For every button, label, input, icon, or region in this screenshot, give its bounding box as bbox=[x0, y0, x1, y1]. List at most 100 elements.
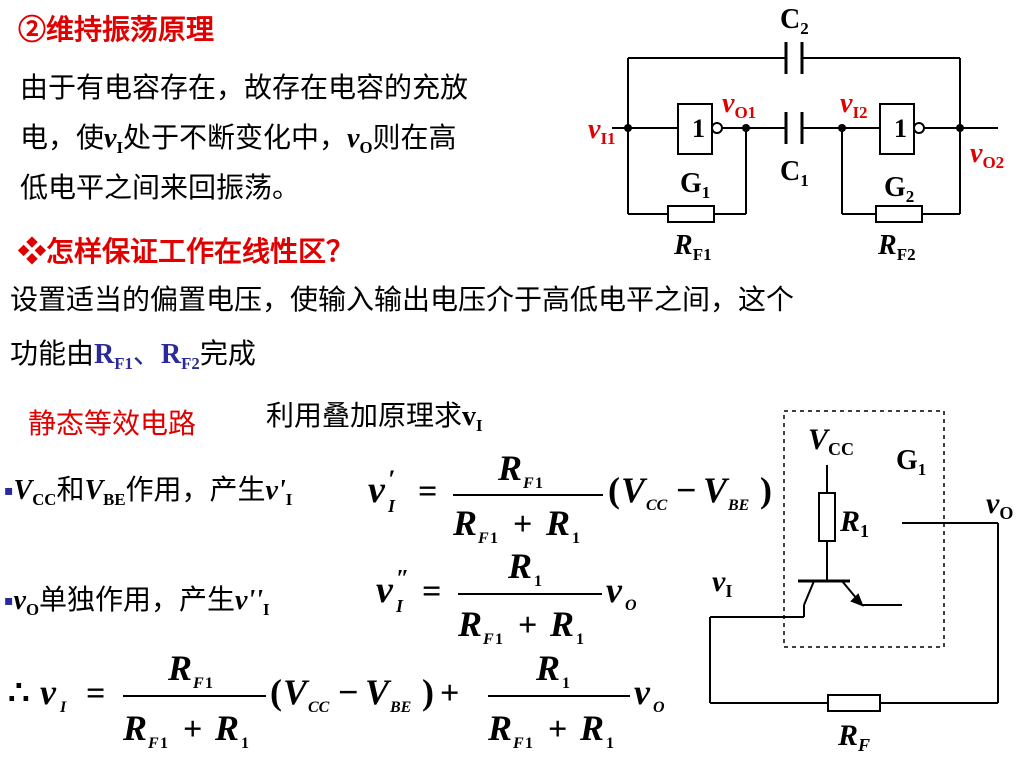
svg-text:1: 1 bbox=[534, 573, 542, 590]
svg-text:1: 1 bbox=[535, 475, 543, 492]
svg-text:=: = bbox=[422, 573, 441, 610]
answer-line-1: 设置适当的偏置电压，使输入输出电压介于高低电平之间，这个 bbox=[10, 283, 795, 316]
gate2-label: 1 bbox=[894, 114, 907, 143]
svg-text:R: R bbox=[214, 708, 239, 748]
equation-v-prime: v ′ I = R F 1 R F 1 + R 1 ( V CC − V BE … bbox=[368, 448, 772, 547]
svg-text:R: R bbox=[122, 708, 147, 748]
svg-text:v: v bbox=[376, 569, 394, 611]
static-heading: 静态等效电路 bbox=[28, 407, 197, 440]
vo1-label: vO1 bbox=[722, 88, 756, 122]
vi1-label: vI1 bbox=[588, 114, 616, 148]
svg-text:1: 1 bbox=[576, 631, 584, 648]
svg-text:R: R bbox=[507, 546, 532, 586]
g1-label: G1 bbox=[680, 168, 710, 202]
svg-text:−: − bbox=[676, 470, 697, 510]
svg-text:F: F bbox=[477, 530, 489, 547]
svg-text:): ) bbox=[422, 672, 434, 712]
svg-text:1: 1 bbox=[525, 735, 533, 752]
svg-text:v: v bbox=[368, 469, 386, 511]
square-bullet-icon: ▪ bbox=[4, 483, 14, 499]
svg-text:=: = bbox=[418, 473, 437, 510]
intro-line-3: 低电平之间来回振荡。 bbox=[20, 171, 301, 204]
svg-text:F: F bbox=[522, 475, 534, 492]
vo-label: vO bbox=[986, 487, 1013, 523]
svg-text:+: + bbox=[183, 711, 202, 748]
oscillator-circuit-diagram: 1 1 C2 C1 G1 G2 vI1 vO1 vI2 vO2 RF1 RF2 bbox=[588, 4, 1004, 264]
svg-text:″: ″ bbox=[396, 566, 409, 592]
svg-text:V: V bbox=[621, 470, 648, 510]
page-title: ②维持振荡原理 bbox=[18, 13, 215, 46]
svg-text:R: R bbox=[545, 503, 570, 543]
equation-total: ∴ v I = R F 1 R F 1 + R 1 ( V CC − V BE … bbox=[8, 648, 665, 752]
svg-text:1: 1 bbox=[495, 631, 503, 648]
svg-text:=: = bbox=[86, 675, 105, 712]
bullet-vo: ▪vO单独作用，产生v''I bbox=[4, 583, 270, 619]
svg-text:∴: ∴ bbox=[8, 675, 30, 712]
bullet-vcc-vbe: ▪VCC和VBE作用，产生v'I bbox=[4, 473, 293, 509]
svg-text:CC: CC bbox=[646, 497, 668, 514]
diamond-bullet-icon: ❖ bbox=[18, 235, 47, 268]
svg-text:v: v bbox=[40, 672, 57, 712]
svg-text:I: I bbox=[59, 699, 67, 716]
c1-label: C1 bbox=[780, 156, 809, 190]
svg-text:O: O bbox=[625, 597, 637, 614]
svg-text:F: F bbox=[482, 631, 494, 648]
r1-label: R1 bbox=[839, 505, 869, 541]
svg-text:1: 1 bbox=[562, 675, 570, 692]
vcc-label: VCC bbox=[808, 423, 854, 459]
gate1-label: 1 bbox=[692, 114, 705, 143]
svg-text:(: ( bbox=[270, 672, 282, 712]
square-bullet-icon: ▪ bbox=[4, 593, 14, 609]
svg-text:+: + bbox=[513, 506, 532, 543]
svg-text:v: v bbox=[634, 672, 651, 712]
svg-text:+: + bbox=[440, 675, 459, 712]
svg-text:R: R bbox=[457, 604, 482, 644]
rf-label: RF bbox=[837, 719, 870, 755]
svg-text:R: R bbox=[167, 648, 192, 688]
answer-line-2: 功能由RF1、RF2完成 bbox=[10, 337, 256, 373]
svg-text:′: ′ bbox=[388, 465, 395, 494]
svg-text:CC: CC bbox=[308, 699, 330, 716]
svg-text:R: R bbox=[549, 604, 574, 644]
intro-line-1: 由于有电容存在，故存在电容的充放 bbox=[20, 71, 469, 104]
svg-text:+: + bbox=[518, 607, 537, 644]
svg-text:1: 1 bbox=[160, 735, 168, 752]
vo2-label: vO2 bbox=[970, 138, 1004, 172]
question-heading: ❖怎样保证工作在线性区？ bbox=[18, 235, 355, 268]
svg-text:): ) bbox=[760, 470, 772, 510]
static-text: 利用叠加原理求vI bbox=[266, 399, 483, 435]
svg-text:I: I bbox=[387, 496, 396, 516]
rf1-label: RF1 bbox=[673, 230, 712, 264]
svg-text:V: V bbox=[365, 672, 392, 712]
rf2-label: RF2 bbox=[877, 230, 916, 264]
svg-text:1: 1 bbox=[572, 530, 580, 547]
svg-text:BE: BE bbox=[727, 497, 749, 514]
intro-line-2: 电，使vI处于不断变化中，vO则在高 bbox=[20, 121, 457, 157]
svg-text:F: F bbox=[192, 675, 204, 692]
svg-text:R: R bbox=[497, 448, 522, 488]
svg-text:−: − bbox=[338, 672, 359, 712]
svg-text:v: v bbox=[606, 570, 623, 610]
c2-label: C2 bbox=[780, 4, 809, 38]
svg-text:1: 1 bbox=[241, 735, 249, 752]
svg-text:(: ( bbox=[608, 470, 620, 510]
svg-text:R: R bbox=[579, 708, 604, 748]
svg-text:1: 1 bbox=[490, 530, 498, 547]
svg-text:BE: BE bbox=[389, 699, 411, 716]
svg-text:F: F bbox=[147, 735, 159, 752]
equivalent-circuit-diagram: VCC G1 R1 vO vI RF bbox=[709, 410, 1013, 755]
equation-v-double-prime: v ″ I = R 1 R F 1 + R 1 v O bbox=[376, 546, 637, 648]
svg-text:V: V bbox=[703, 470, 730, 510]
svg-text:R: R bbox=[487, 708, 512, 748]
svg-text:1: 1 bbox=[606, 735, 614, 752]
g1-box-label: G1 bbox=[896, 445, 926, 479]
svg-text:I: I bbox=[395, 596, 404, 616]
svg-text:V: V bbox=[283, 672, 310, 712]
svg-text:R: R bbox=[452, 503, 477, 543]
vi2-label: vI2 bbox=[840, 88, 868, 122]
svg-text:1: 1 bbox=[205, 675, 213, 692]
svg-text:O: O bbox=[653, 699, 665, 716]
svg-text:F: F bbox=[512, 735, 524, 752]
g2-label: G2 bbox=[884, 172, 914, 206]
vi-label: vI bbox=[712, 565, 732, 601]
